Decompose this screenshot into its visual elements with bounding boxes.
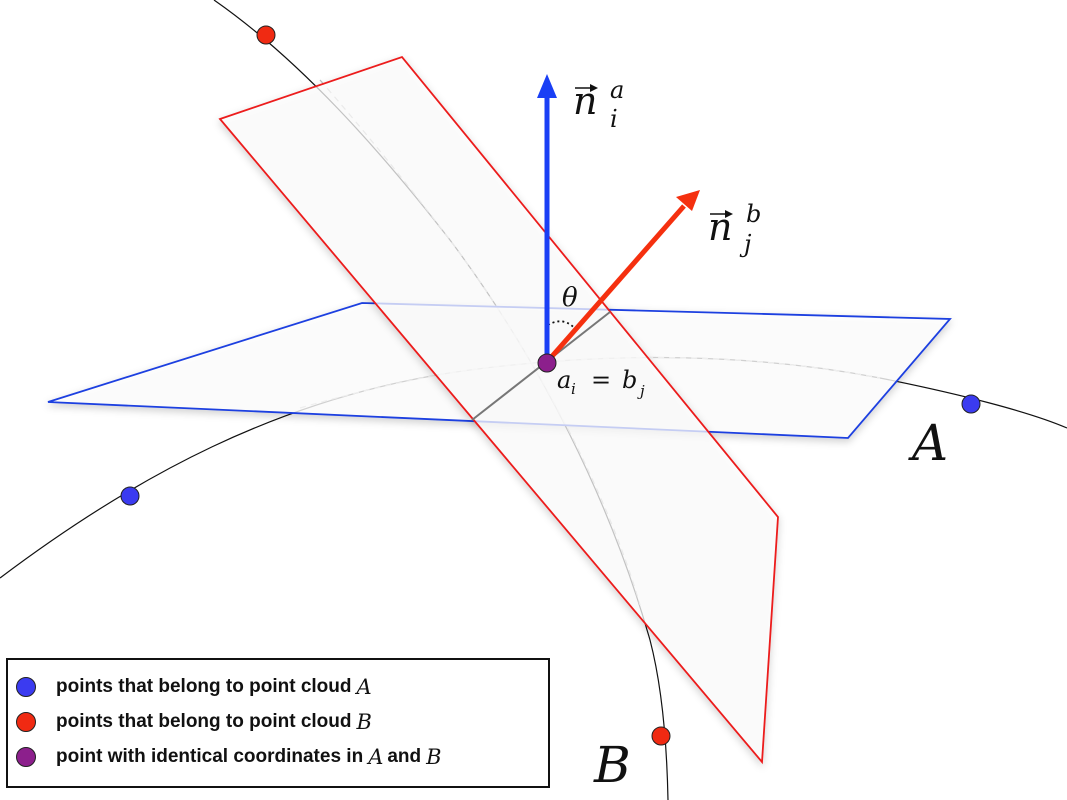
svg-text:n: n [708,205,732,249]
legend-item-shared: point with identical coordinates in A an… [8,740,446,774]
svg-text:i: i [571,380,576,398]
legend-text: points that belong to point cloud [56,711,352,732]
point-b-1 [256,25,276,45]
legend-var: B [356,710,372,734]
svg-text:j: j [637,382,645,400]
svg-text:i: i [610,105,618,133]
svg-text:b: b [622,366,637,394]
legend-var: A [368,745,384,769]
cloud-b-name: B [593,736,631,794]
legend-dot-blue [16,677,36,697]
normal-vector-b [545,190,700,364]
shared-point-label: a i = b j [557,366,645,400]
legend-box: points that belong to point cloud A poin… [6,658,550,788]
legend-item-cloud-a: points that belong to point cloud A [8,670,376,704]
legend-dot-purple [16,747,36,767]
legend-dot-red [16,712,36,732]
legend-text: point with identical coordinates in [56,746,364,767]
svg-text:j: j [739,230,752,258]
point-a-2 [961,394,981,414]
cloud-a-name: A [908,414,948,472]
legend-text: points that belong to point cloud [56,676,352,697]
svg-text:b: b [746,200,761,228]
legend-tail-var: B [426,745,442,769]
point-a-1 [120,486,140,506]
legend-var: A [356,675,372,699]
point-b-2 [651,726,671,746]
angle-label: θ [562,283,578,313]
svg-text:=: = [591,366,611,394]
legend-tail: and [387,746,422,767]
shared-point [537,353,557,373]
normal-a-label: n a i [573,76,624,133]
svg-text:a: a [610,76,624,104]
normal-b-label: n b j [708,200,761,258]
svg-text:a: a [557,366,571,394]
svg-text:n: n [573,79,597,123]
tangent-plane-b [218,55,779,765]
normal-vector-a [537,74,557,362]
legend-item-cloud-b: points that belong to point cloud B [8,705,376,739]
